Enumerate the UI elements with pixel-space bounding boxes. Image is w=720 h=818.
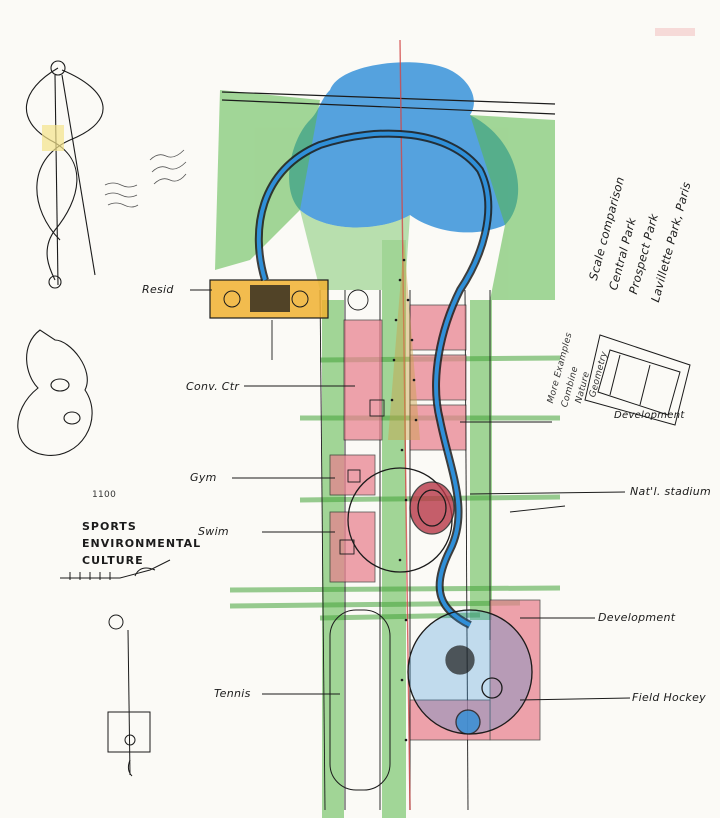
guitar-shape-sketch <box>17 329 93 456</box>
pink-blocks <box>329 304 541 741</box>
label-natl-stadium: Nat'l. stadium <box>630 485 712 498</box>
label-tennis: Tennis <box>214 687 251 700</box>
dotted-spine <box>388 240 420 742</box>
top-road <box>221 91 556 115</box>
label-gym: Gym <box>190 471 217 484</box>
building-details <box>339 289 385 555</box>
concept-word-sports: SPORTS <box>82 520 137 533</box>
field-hockey-circle <box>407 609 533 735</box>
figure-eight-sketch <box>25 60 104 289</box>
leader-lines <box>190 289 631 701</box>
concept-word-culture: CULTURE <box>82 554 144 567</box>
small-note: 1100 <box>92 490 117 500</box>
development-sketch-label: Development <box>614 410 685 421</box>
yellow-highlight <box>42 125 64 151</box>
vegetation-hatching <box>215 90 555 818</box>
concept-section-line <box>60 559 171 580</box>
label-field-hockey: Field Hockey <box>632 691 706 704</box>
path-water-channel <box>256 131 491 627</box>
scribble-notes <box>104 149 187 208</box>
label-resid: Resid <box>142 283 174 296</box>
concept-word-environmental: ENVIRONMENTAL <box>82 537 202 550</box>
label-swim: Swim <box>198 525 229 538</box>
tower-sketch <box>107 614 151 777</box>
label-conv-ctr: Conv. Ctr <box>186 380 240 393</box>
label-development: Development <box>598 611 676 624</box>
tennis-track <box>329 609 391 791</box>
corner-mark <box>655 28 695 36</box>
stadium-circle <box>347 467 455 573</box>
residential-block <box>209 279 329 319</box>
development-sketch <box>584 334 691 426</box>
